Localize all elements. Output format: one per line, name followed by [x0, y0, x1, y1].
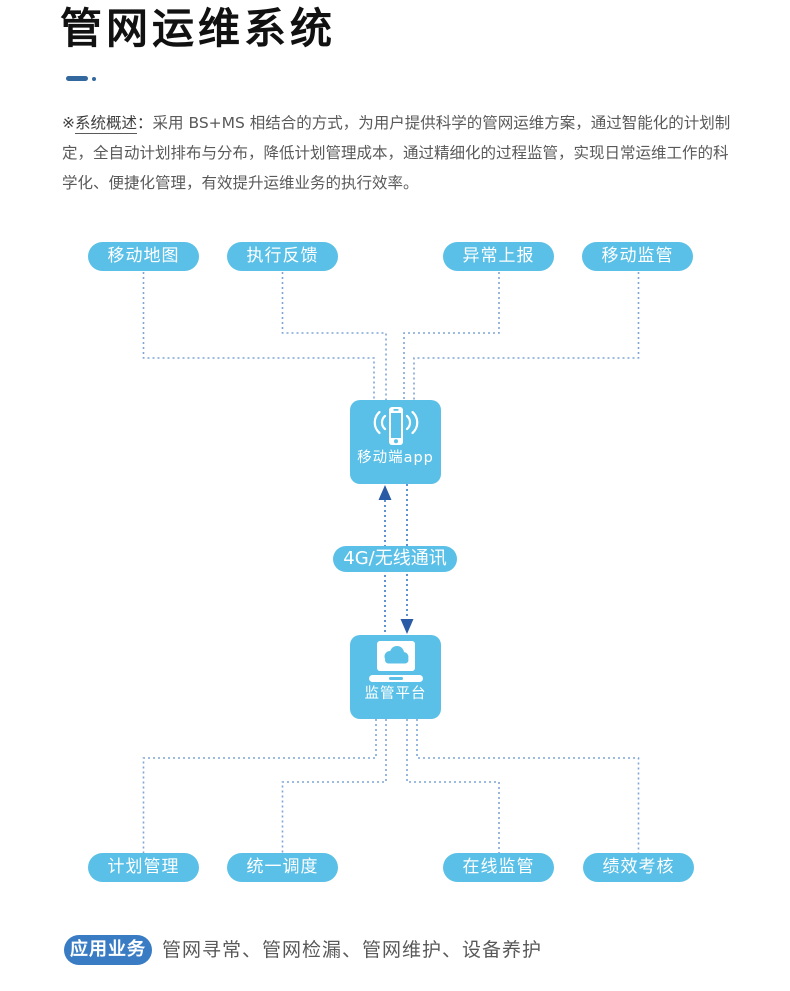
platform-label: 监管平台: [364, 686, 427, 702]
connector-top-1: [142, 272, 375, 401]
node-anomaly-report: 异常上报: [443, 242, 554, 271]
mobile-app-label: 移动端app: [357, 450, 434, 466]
overview-colon: ：: [137, 113, 153, 132]
phone-signal-icon: [373, 407, 418, 445]
node-mobile-map: 移动地图: [88, 242, 199, 271]
overview-body: 采用 BS+MS 相结合的方式，为用户提供科学的管网运维方案，通过智能化的计划制…: [62, 113, 731, 192]
uplink-arrow-icon: [378, 485, 392, 500]
application-business-badge: 应用业务: [64, 935, 152, 965]
page-title: 管网运维系统: [60, 4, 337, 53]
connector-top-4: [413, 272, 640, 401]
connector-top-3: [403, 272, 500, 401]
connector-bottom-1: [142, 719, 377, 853]
system-overview: ※系统概述：采用 BS+MS 相结合的方式，为用户提供科学的管网运维方案，通过智…: [62, 108, 734, 198]
overview-label: 系统概述: [75, 113, 138, 134]
node-unified-dispatch: 统一调度: [227, 853, 338, 882]
connector-bottom-2: [281, 719, 387, 853]
downlink-arrow-icon: [400, 619, 414, 634]
laptop-cloud-icon: [368, 641, 423, 682]
connector-bottom-4: [416, 719, 640, 853]
node-mobile-supervision: 移动监管: [582, 242, 693, 271]
node-performance-assessment: 绩效考核: [583, 853, 694, 882]
overview-marker: ※: [62, 113, 75, 132]
connector-top-2: [281, 272, 387, 401]
mobile-app-node: 移动端app: [350, 400, 441, 484]
platform-node: 监管平台: [350, 635, 441, 719]
connector-bottom-3: [406, 719, 500, 853]
node-plan-management: 计划管理: [88, 853, 199, 882]
node-execution-feedback: 执行反馈: [227, 242, 338, 271]
node-online-monitoring: 在线监管: [443, 853, 554, 882]
wireless-link-pill: 4G/无线通讯: [333, 546, 457, 572]
title-accent: [66, 76, 96, 81]
accent-dash: [66, 76, 88, 81]
accent-dot: [92, 76, 96, 81]
application-business-services: 管网寻常、管网检漏、管网维护、设备养护: [162, 939, 543, 961]
